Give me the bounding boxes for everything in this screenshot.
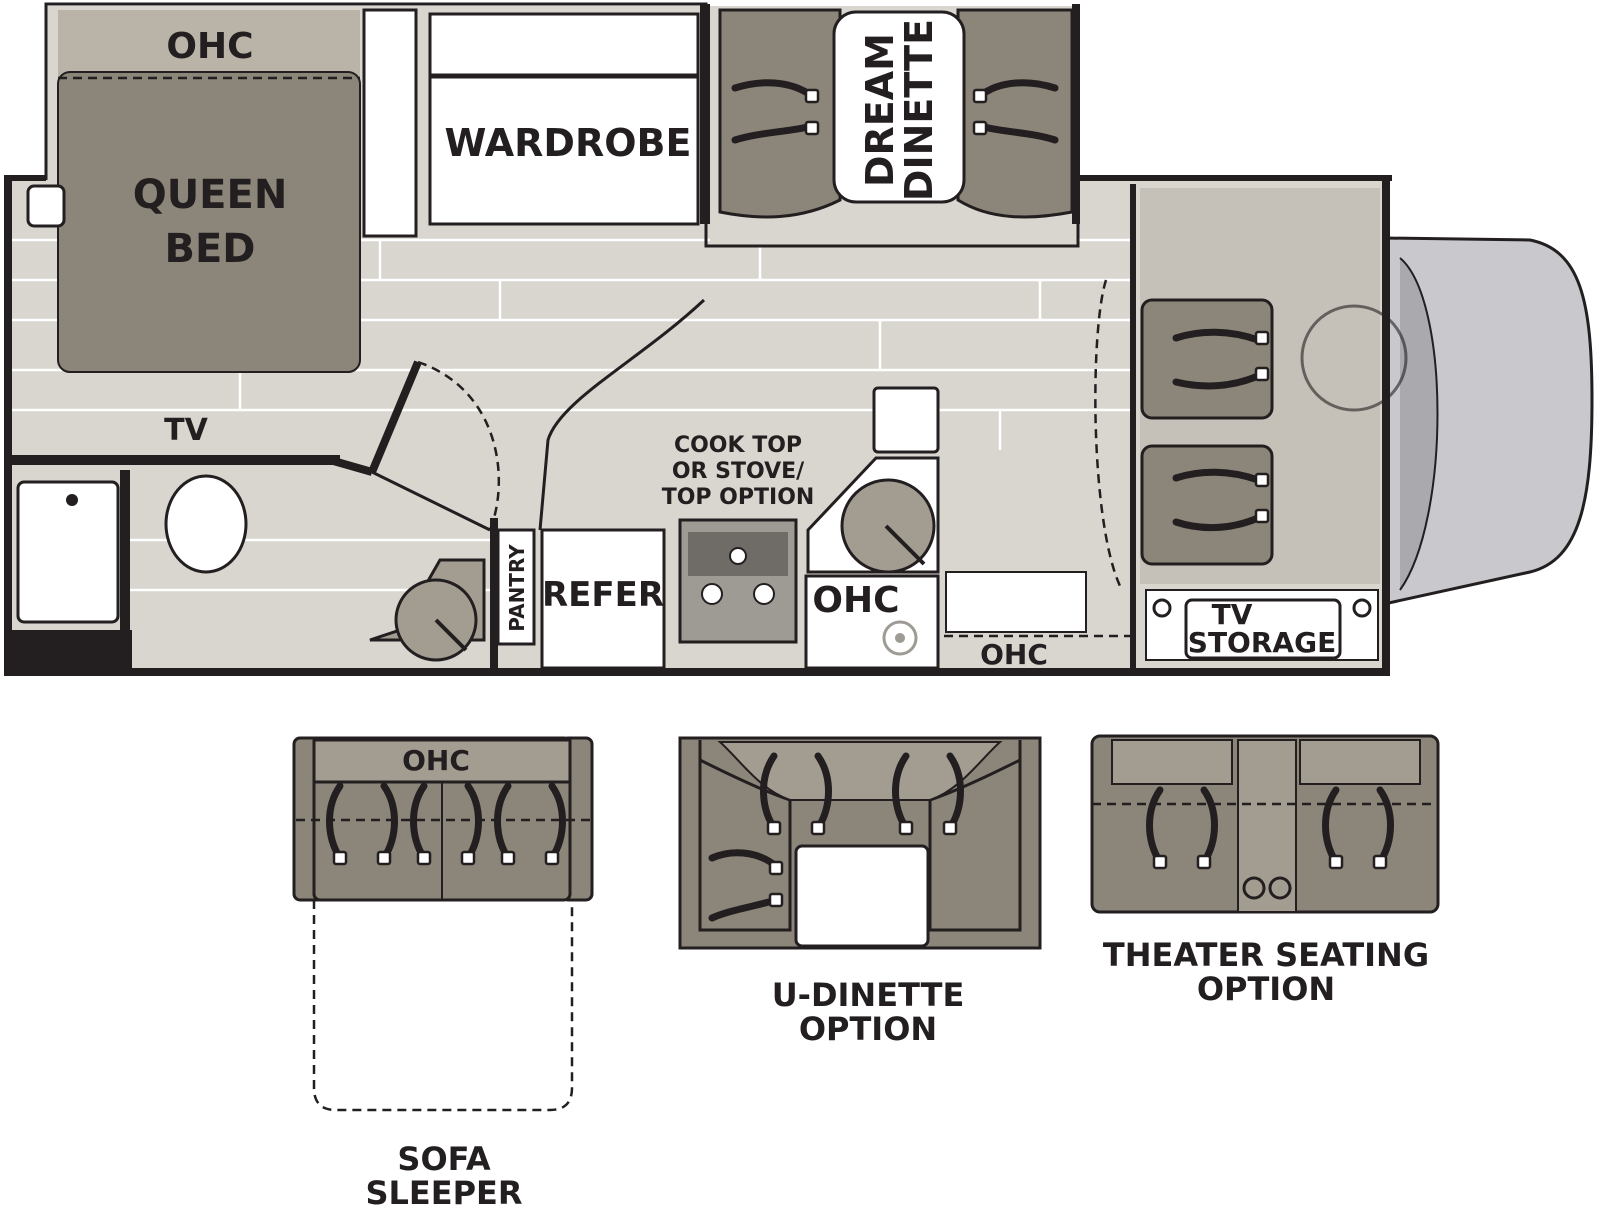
pantry: [496, 528, 536, 646]
kitchen-ohc-cabinet: [804, 574, 940, 670]
queen-bed-label-line2: BED: [164, 226, 255, 272]
dinette-label-line2: DINETTE: [897, 19, 941, 201]
sofa-sleeper-caption-line1: SOFA: [397, 1140, 490, 1178]
closet-column: [362, 8, 418, 238]
sofa-sleeper-option: OHC SOFA SLEEPER: [292, 736, 594, 1208]
cab: [1094, 188, 1594, 606]
queen-bed-label-line1: QUEEN: [133, 172, 288, 218]
steering-wheel: [1300, 304, 1408, 412]
entry-cabinet: [945, 571, 1087, 633]
theater-caption-line1: THEATER SEATING: [1103, 936, 1429, 974]
kitchen-cabinet-top: [872, 386, 940, 454]
sofa-sleeper-caption-line2: SLEEPER: [365, 1174, 522, 1208]
coach-floorplan: OHC QUEEN BED WARDROBE DREAM DINETTE: [4, 2, 1594, 676]
ohc-bedroom-label: OHC: [166, 26, 253, 67]
ohc-entry-label: OHC: [980, 638, 1048, 671]
refrigerator: [540, 528, 666, 670]
wardrobe: [428, 12, 700, 226]
dinette-label-line1: DREAM: [858, 33, 902, 187]
nightstand: [26, 184, 66, 228]
cooktop-label-line3: TOP OPTION: [662, 485, 815, 510]
queen-bed: [57, 71, 361, 373]
exterior-walls: [4, 2, 1392, 676]
toilet: [164, 474, 248, 574]
tv-label: TV: [164, 413, 208, 448]
sofa-ohc-label: OHC: [402, 744, 470, 777]
ohc-over-bed: [58, 10, 360, 80]
tv-storage-label-line1: TV: [1212, 598, 1253, 631]
refer-label: REFER: [542, 575, 664, 615]
theater-seating-option: THEATER SEATING OPTION: [1090, 734, 1440, 1008]
wardrobe-label: WARDROBE: [445, 121, 692, 165]
theater-caption-line2: OPTION: [1197, 970, 1335, 1008]
cooktop-label-line1: COOK TOP: [674, 433, 802, 458]
cooktop: [678, 518, 798, 644]
pantry-label: PANTRY: [505, 544, 529, 632]
shower: [16, 480, 120, 624]
tv-storage-label-line2: STORAGE: [1188, 626, 1336, 659]
u-dinette-caption-line1: U-DINETTE: [772, 976, 965, 1014]
dream-dinette: DREAM DINETTE: [718, 8, 1074, 219]
ohc-kitchen-label: OHC: [812, 580, 899, 621]
cooktop-label-line2: OR STOVE/: [672, 459, 805, 484]
u-dinette-caption-line2: OPTION: [799, 1010, 937, 1048]
u-dinette-option: U-DINETTE OPTION: [678, 736, 1042, 1048]
